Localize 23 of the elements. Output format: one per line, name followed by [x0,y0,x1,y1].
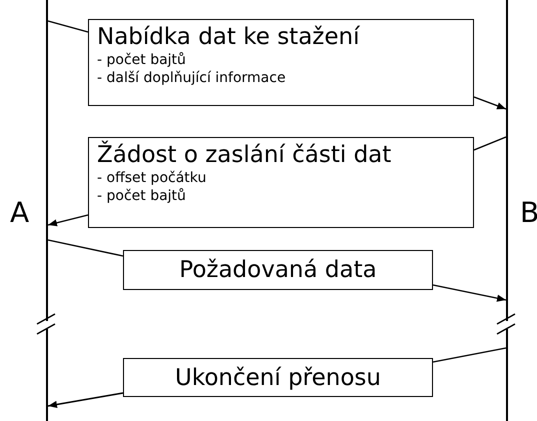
message-detail: - offset počátku [97,169,208,187]
message-detail: - počet bajtů [97,187,187,205]
message-title: Žádost o zaslání části dat [97,141,392,169]
message-line [432,347,506,363]
message-arrow [432,284,506,302]
message-arrow [48,214,88,226]
message-line [48,20,88,33]
message-line [48,239,124,257]
message-title: Požadovaná data [179,256,377,284]
message-title: Ukončení přenosu [175,364,381,392]
lifeline-label: B [520,196,537,229]
message-title: Nabídka dat ke stažení [97,23,361,51]
message-line [474,136,506,151]
message-arrow [48,392,124,408]
message-box [88,19,474,106]
message-arrow [474,96,506,110]
message-detail: - počet bajtů [97,51,187,69]
message-box [123,250,433,290]
message-detail: - další doplňující informace [97,69,287,87]
lifeline-label: A [10,196,30,229]
lifeline [506,0,537,421]
message-box [88,137,474,228]
message-box [123,358,433,397]
